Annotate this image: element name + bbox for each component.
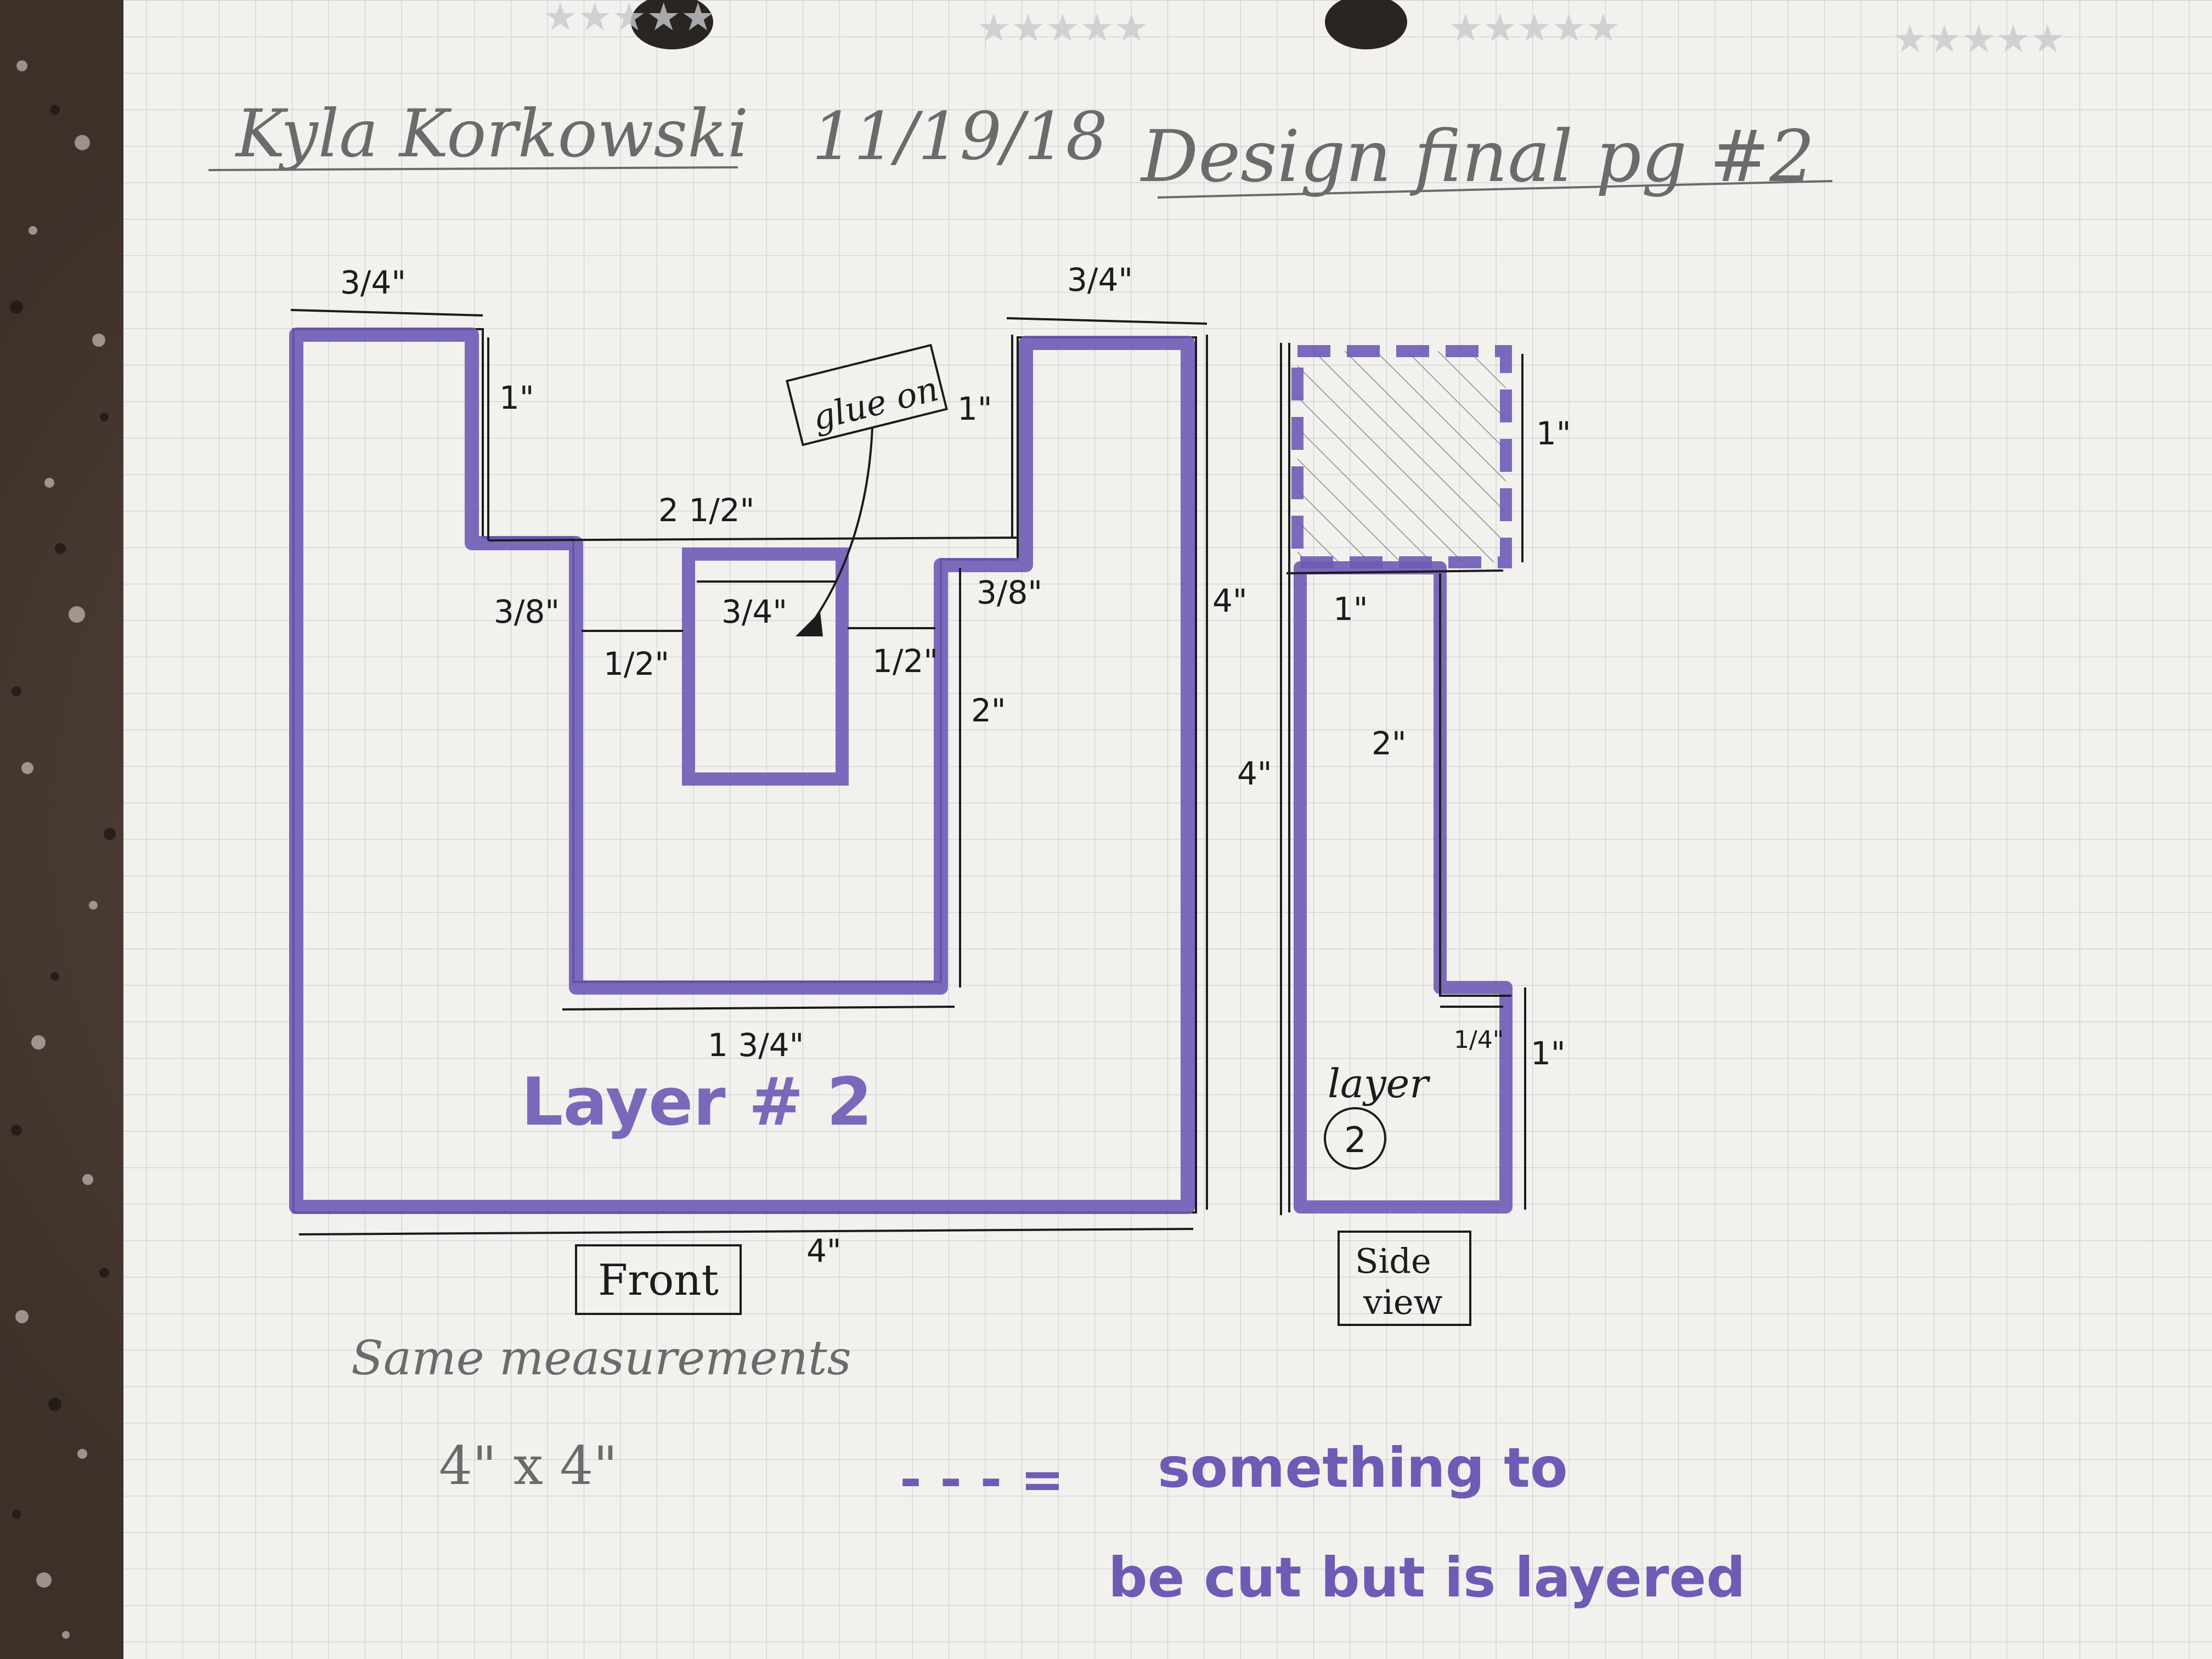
side-dim-top-width: 1" bbox=[1333, 590, 1368, 628]
header-stars: ★★★★★ ★★★★★ ★★★★★ ★★★★★ bbox=[543, 0, 2065, 61]
binder-hole bbox=[1325, 0, 1407, 49]
dim-outer-height: 4" bbox=[1212, 582, 1248, 619]
layered-part bbox=[1297, 351, 1506, 562]
svg-text:★★★★★: ★★★★★ bbox=[977, 5, 1149, 50]
dim-notch-width: 2 1/2" bbox=[658, 492, 754, 529]
side-caption-line1: Side bbox=[1355, 1241, 1431, 1281]
side-layer-label: layer bbox=[1328, 1060, 1430, 1107]
notes-line2: 4" x 4" bbox=[439, 1435, 618, 1497]
side-outline-marker bbox=[1294, 561, 1513, 1214]
dim-top-left: 3/4" bbox=[340, 264, 406, 301]
front-outline-marker bbox=[289, 328, 1195, 1214]
header: Kyla Korkowski 11/19/18 Design final pg … bbox=[235, 96, 1815, 198]
graph-grid bbox=[123, 0, 2212, 1659]
svg-text:★★★★★: ★★★★★ bbox=[1448, 5, 1621, 50]
glue-arrowhead bbox=[795, 612, 823, 636]
side-dim-top-height: 1" bbox=[1536, 415, 1571, 452]
legend-dash: - - - = bbox=[900, 1449, 1064, 1510]
header-underline bbox=[208, 166, 738, 171]
header-title: Design final pg #2 bbox=[1140, 115, 1815, 198]
side-view: 1" 1" 2" 4" 1/4" 1" layer 2 Side view bbox=[1237, 343, 1571, 1326]
side-caption-line2: view bbox=[1363, 1282, 1443, 1322]
header-name: Kyla Korkowski bbox=[235, 96, 748, 172]
dim-outer-width: 4" bbox=[806, 1232, 842, 1269]
front-view: glue on 3/4" 3/4" 1" 1" 2 1/2" 3/8" 3/8"… bbox=[289, 261, 1248, 1315]
dim-inner-width: 1 3/4" bbox=[708, 1026, 804, 1064]
legend-line2: be cut but is layered bbox=[1108, 1545, 1746, 1610]
svg-text:★★★★★: ★★★★★ bbox=[1893, 16, 2065, 61]
header-underline bbox=[1157, 180, 1833, 199]
dim-right-notch: 1" bbox=[957, 390, 992, 427]
header-date: 11/19/18 bbox=[812, 99, 1108, 175]
front-caption-box bbox=[575, 1244, 742, 1315]
legend-line1: something to bbox=[1158, 1436, 1568, 1500]
glue-callout-box bbox=[786, 343, 948, 447]
granite-speckles bbox=[15, 60, 105, 1639]
glue-arrow bbox=[805, 427, 873, 632]
side-layer-number: 2 bbox=[1344, 1120, 1367, 1161]
dim-inner-height: 2" bbox=[971, 692, 1006, 729]
side-dim-total: 4" bbox=[1237, 755, 1272, 792]
side-caption-box bbox=[1338, 1231, 1471, 1326]
dim-right-step: 3/8" bbox=[977, 574, 1042, 611]
dim-left-notch: 1" bbox=[499, 379, 534, 416]
side-dim-middle: 2" bbox=[1372, 725, 1407, 762]
notes-line1: Same measurements bbox=[351, 1331, 851, 1386]
dim-inner-tab: 3/4" bbox=[721, 593, 787, 630]
dim-left-gap: 1/2" bbox=[603, 645, 669, 682]
front-caption: Front bbox=[598, 1256, 719, 1305]
side-layer-circle bbox=[1324, 1107, 1386, 1170]
dim-right-gap: 1/2" bbox=[872, 642, 938, 680]
side-dim-bottom: 1" bbox=[1531, 1035, 1566, 1072]
dim-top-right: 3/4" bbox=[1067, 261, 1133, 298]
svg-text:★★★★★: ★★★★★ bbox=[543, 0, 715, 40]
granite-dark-specks bbox=[10, 105, 116, 1519]
front-notch-floor bbox=[488, 537, 1018, 541]
side-dim-step: 1/4" bbox=[1454, 1026, 1504, 1054]
binder-hole bbox=[631, 0, 713, 49]
glue-tab bbox=[682, 548, 849, 786]
notes: Same measurements 4" x 4" - - - = someth… bbox=[351, 1331, 1746, 1610]
side-outline-ink bbox=[1286, 343, 1511, 1212]
dim-left-step: 3/8" bbox=[494, 593, 560, 630]
front-layer-label: Layer # 2 bbox=[521, 1064, 872, 1141]
